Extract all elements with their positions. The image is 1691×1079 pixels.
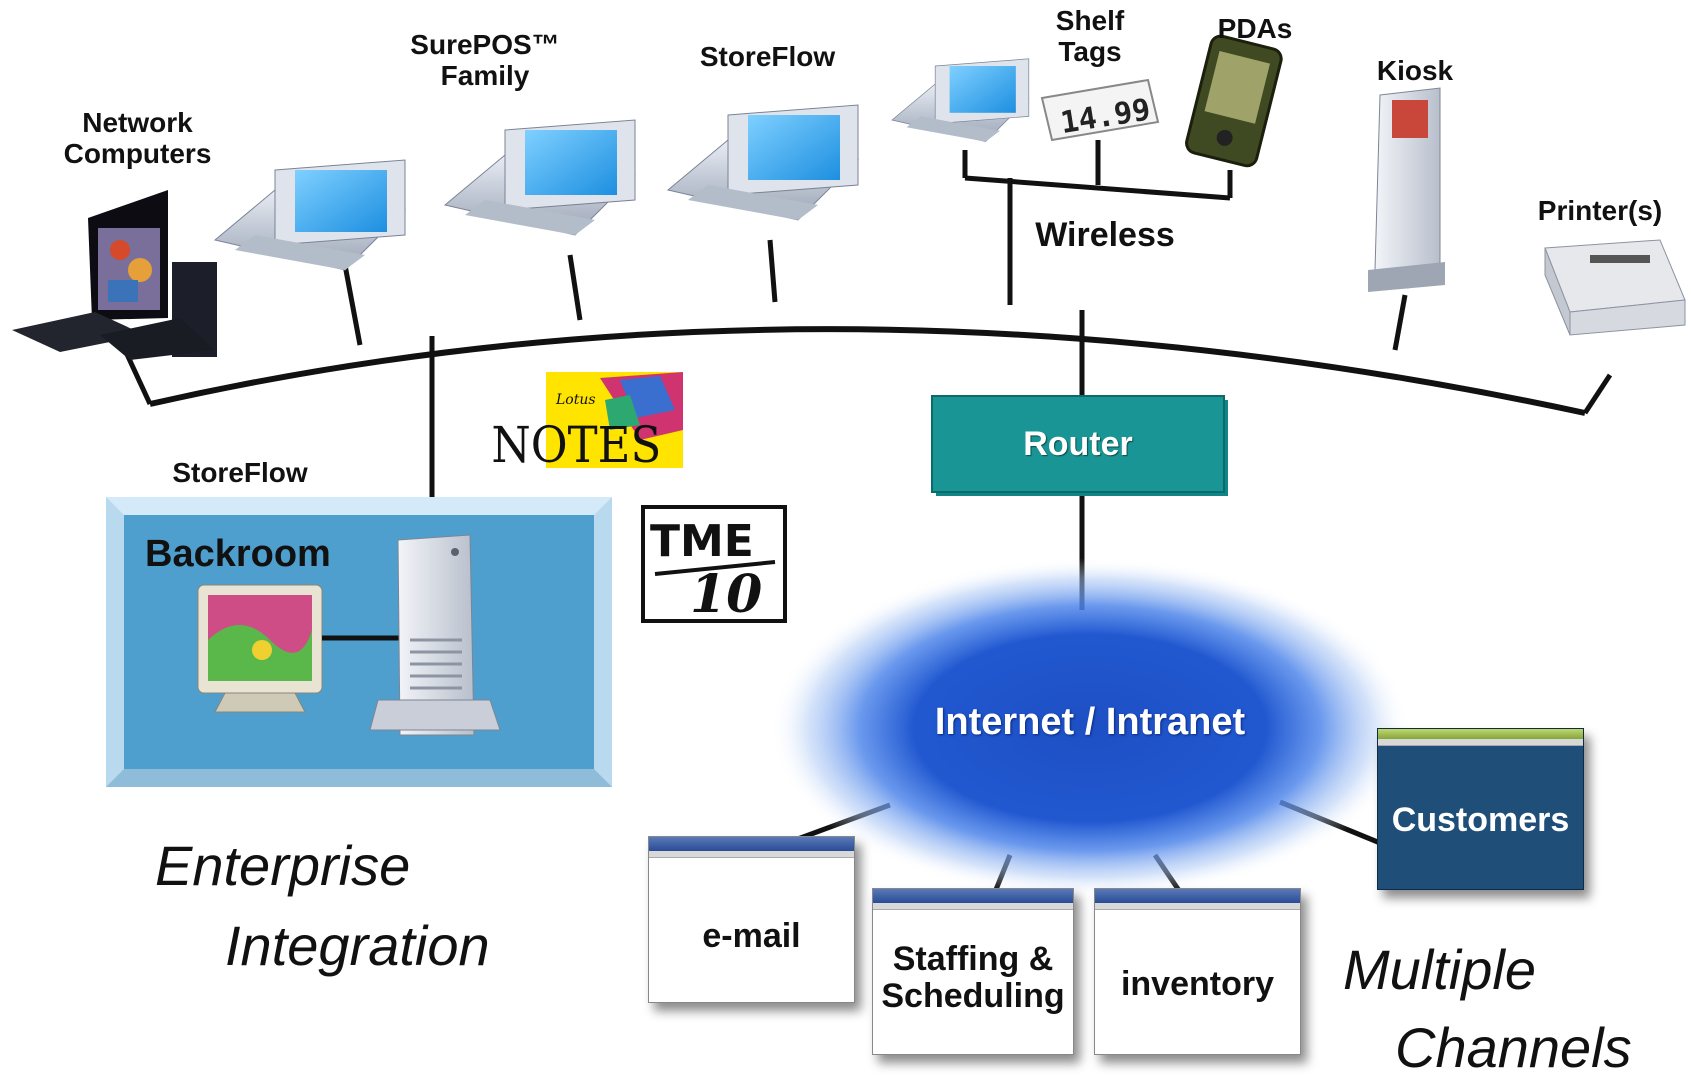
tme10-logo: TME 10 <box>641 505 787 625</box>
tme-number: 10 <box>690 564 762 625</box>
label-network-computers: Network Computers <box>63 107 212 169</box>
label-printers: Printer(s) <box>1537 195 1663 226</box>
label-storeflow-backroom: StoreFlow <box>172 457 308 488</box>
backroom-server-icon <box>369 534 501 736</box>
network-computer-icon <box>12 190 217 360</box>
email-window: e-mail <box>648 836 855 1003</box>
backroom-monitor-icon <box>197 584 323 713</box>
label-storeflow-top: StoreFlow <box>699 41 836 72</box>
caption-enterprise: Enterprise <box>155 834 411 897</box>
network-bus <box>149 326 1586 416</box>
pos-terminal-icon-3 <box>666 104 860 221</box>
backroom-panel-shape <box>106 497 612 787</box>
router-box-shape <box>931 395 1228 496</box>
pos-terminal-icon-4 <box>891 58 1030 142</box>
caption-integration: Integration <box>225 914 490 977</box>
internet-intranet-label: Internet / Intranet <box>934 701 1246 743</box>
kiosk-icon <box>1368 87 1445 292</box>
label-pdas: PDAs <box>1217 13 1293 44</box>
label-shelf-tags: Shelf Tags <box>1055 5 1125 67</box>
label-kiosk: Kiosk <box>1376 55 1454 86</box>
lotus-notes-logo: Lotus NOTES <box>491 372 683 475</box>
inventory-window: inventory <box>1094 888 1301 1055</box>
label-surepos-family: SurePOS™ Family <box>410 29 560 91</box>
lotus-wordmark: Lotus <box>555 392 596 408</box>
shelf-tag-icon: 14.99 <box>1040 78 1160 142</box>
staffing-window: Staffing & Scheduling <box>872 888 1074 1055</box>
inventory-label: inventory <box>1120 965 1275 1003</box>
caption-channels: Channels <box>1395 1016 1632 1079</box>
customers-window: Customers <box>1377 728 1584 890</box>
email-label: e-mail <box>702 917 801 955</box>
caption-multiple: Multiple <box>1343 938 1536 1001</box>
internet-cloud-shape <box>770 558 1410 898</box>
router-label: Router <box>1023 425 1133 463</box>
pda-icon <box>1185 34 1283 168</box>
notes-wordmark: NOTES <box>491 417 661 475</box>
printer-icon <box>1544 239 1686 336</box>
label-wireless: Wireless <box>1035 216 1175 254</box>
pos-terminal-icon-2 <box>443 119 637 236</box>
staffing-label: Staffing & Scheduling <box>881 940 1065 1016</box>
pos-terminal-icon-1 <box>213 159 407 271</box>
customers-label: Customers <box>1391 801 1570 839</box>
label-backroom: Backroom <box>145 533 331 575</box>
tme-wordmark: TME <box>650 516 754 567</box>
